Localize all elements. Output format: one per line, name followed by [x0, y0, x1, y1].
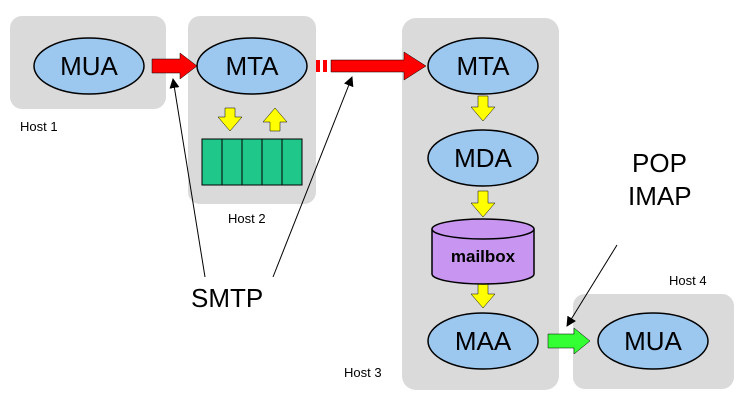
- host-3-label: Host 3: [344, 365, 382, 380]
- mta-host2-node: MTA: [196, 37, 308, 95]
- mua-sender-label: MUA: [60, 51, 118, 81]
- mua-receiver-label: MUA: [624, 326, 682, 356]
- mailbox-node: mailbox: [431, 218, 535, 285]
- mail-queue: [201, 138, 303, 186]
- smtp-arrow-dash-1: [316, 60, 320, 72]
- mda-label: MDA: [454, 143, 512, 173]
- maa-node: MAA: [427, 312, 539, 370]
- smtp-arrow-mua-to-mta: [151, 52, 198, 80]
- arrow-mda-to-mailbox: [470, 190, 496, 218]
- queue-out-arrow: [262, 107, 288, 132]
- maa-label: MAA: [455, 326, 512, 356]
- arrow-mailbox-to-maa: [470, 282, 496, 309]
- host-2-label: Host 2: [228, 211, 266, 226]
- mua-receiver-node: MUA: [597, 312, 709, 370]
- mua-sender-node: MUA: [33, 37, 145, 95]
- access-arrow-maa-to-mua: [547, 327, 591, 355]
- arrow-mta-to-mda: [470, 95, 496, 122]
- queue-in-arrow: [217, 107, 243, 132]
- host-4-label: Host 4: [669, 273, 707, 288]
- smtp-arrow-dash-2: [323, 60, 327, 72]
- mta-host2-label: MTA: [226, 51, 280, 81]
- mta-host3-label: MTA: [457, 51, 511, 81]
- pop-imap-pointer-line: [566, 244, 618, 327]
- pop-label: POP: [632, 148, 687, 178]
- mta-host3-node: MTA: [427, 37, 539, 95]
- smtp-pointer-line-2: [272, 76, 354, 278]
- smtp-pointer-line-1: [169, 78, 206, 278]
- mailbox-label: mailbox: [451, 247, 516, 266]
- imap-label: IMAP: [628, 181, 692, 211]
- smtp-arrow-mta-to-mta: [330, 51, 427, 81]
- smtp-label: SMTP: [191, 283, 263, 313]
- host-1-label: Host 1: [20, 119, 58, 134]
- mda-node: MDA: [427, 129, 539, 187]
